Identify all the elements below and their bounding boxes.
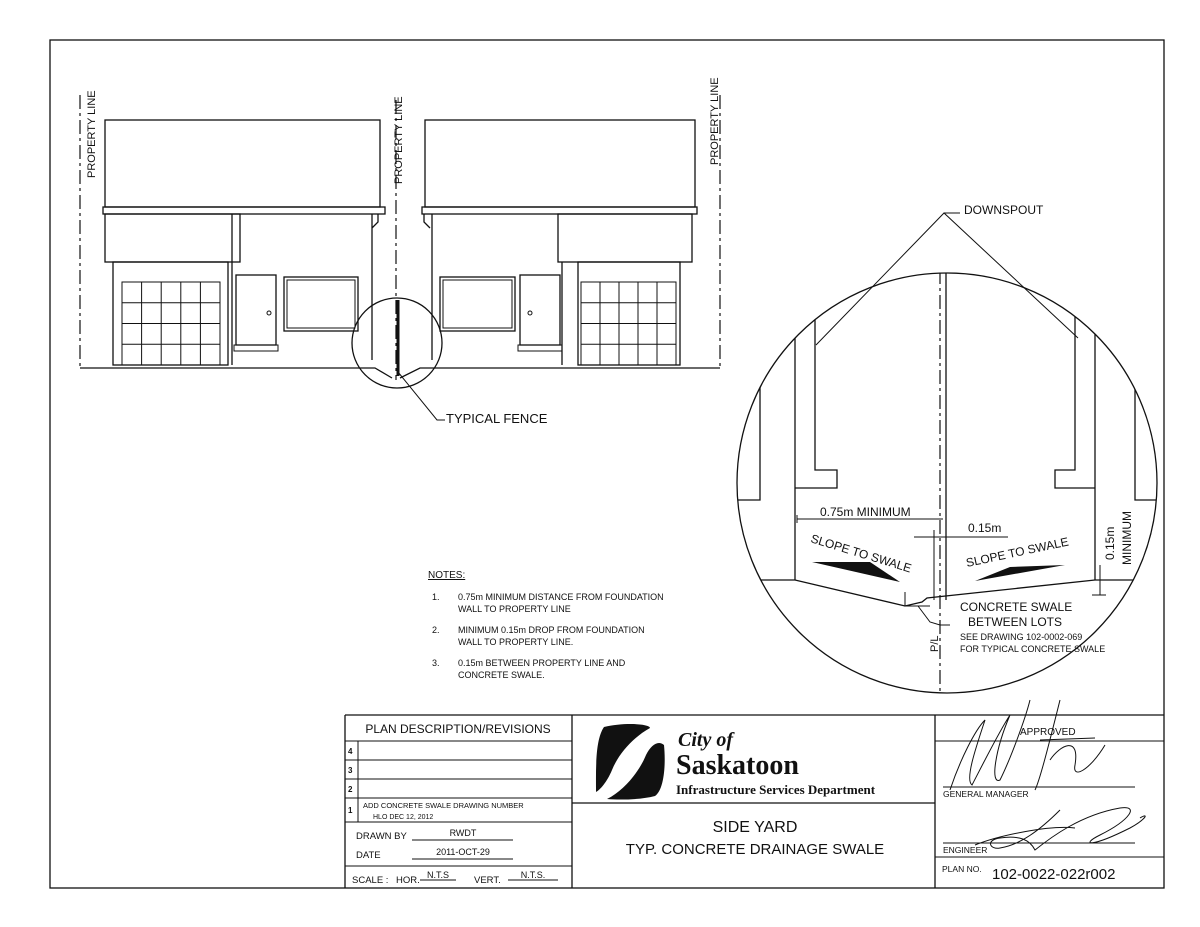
revision-number: 3 [348,766,353,775]
note-number: 2. [432,625,440,635]
revision-1-sub: HLO DEC 12, 2012 [373,814,433,821]
swale-label-1: CONCRETE SWALE [960,600,1072,614]
house-right [399,119,720,379]
dim-015: 0.15m [968,521,1001,535]
door [235,274,277,346]
hor-label: HOR. [396,875,420,886]
revision-number: 2 [348,785,353,794]
drawn-by-label: DRAWN BY [356,831,408,842]
logo-city-of: City of [678,729,735,751]
revision-number: 1 [348,806,353,815]
logo-mark-top [595,724,650,792]
date-value: 2011-OCT-29 [436,847,490,857]
downspout-label: DOWNSPOUT [964,203,1044,217]
title-line-1: SIDE YARD [713,819,798,836]
garage-door [121,281,221,366]
note-1-line-1: 0.75m MINIMUM DISTANCE FROM FOUNDATION [458,592,664,602]
note-3-line-2: CONCRETE SWALE. [458,670,545,680]
dim-015-vertical: 0.15m [1103,527,1117,560]
note-2-line-1: MINIMUM 0.15m DROP FROM FOUNDATION [458,625,645,635]
pl-label: P/L [929,635,941,652]
city-logo: City of Saskatoon Infrastructure Service… [595,724,876,800]
title-line-2: TYP. CONCRETE DRAINAGE SWALE [626,841,884,858]
house-left [80,119,393,379]
note-number: 1. [432,592,440,602]
typical-fence-label: TYPICAL FENCE [446,411,548,426]
note-3-line-1: 0.15m BETWEEN PROPERTY LINE AND [458,658,626,668]
logo-mark-bottom [607,743,665,800]
dim-075-minimum: 0.75m MINIMUM [820,505,911,519]
logo-saskatoon: Saskatoon [676,750,799,781]
general-manager-label: GENERAL MANAGER [943,789,1029,799]
title-block: PLAN DESCRIPTION/REVISIONS 4 3 2 1 ADD C… [344,699,1164,888]
hor-value: N.T.S [427,870,449,880]
engineer-label: ENGINEER [943,845,987,855]
slope-to-swale-right: SLOPE TO SWALE [965,535,1070,570]
revisions-header: PLAN DESCRIPTION/REVISIONS [365,722,550,736]
garage-door [580,281,677,366]
sheet-border [49,39,1165,889]
drawn-by-value: RWDT [450,828,477,838]
engineer-signature [974,807,1146,851]
scale-label: SCALE : [352,875,388,886]
revision-number: 4 [348,747,353,756]
notes: NOTES: 1. 0.75m MINIMUM DISTANCE FROM FO… [428,570,664,680]
general-manager-signature [949,699,1106,791]
vert-value: N.T.S. [521,870,546,880]
see-drawing-1: SEE DRAWING 102-0002-069 [960,632,1082,642]
see-drawing-2: FOR TYPICAL CONCRETE SWALE [960,644,1105,654]
property-line-label: PROPERTY LINE [393,96,405,184]
window [283,276,359,332]
note-2-line-2: WALL TO PROPERTY LINE. [458,637,573,647]
property-line-label: PROPERTY LINE [709,77,721,165]
property-lines: PROPERTY LINE PROPERTY LINE PROPERTY LIN… [79,77,721,380]
notes-heading: NOTES: [428,570,465,581]
window [439,276,516,332]
swale-detail: DOWNSPOUT 0.75m MINIMUM 0.15m 0.15m MINI… [736,203,1158,694]
property-line-label: PROPERTY LINE [86,90,98,178]
vert-label: VERT. [474,875,501,886]
revision-1-text: ADD CONCRETE SWALE DRAWING NUMBER [363,801,524,810]
date-label: DATE [356,850,381,861]
swale-label-2: BETWEEN LOTS [968,615,1062,629]
logo-department: Infrastructure Services Department [676,782,876,797]
plan-number: 102-0022-022r002 [992,866,1115,883]
note-1-line-2: WALL TO PROPERTY LINE [458,604,571,614]
note-number: 3. [432,658,440,668]
approved-label: APPROVED [1020,727,1076,738]
slope-arrow-left [812,562,900,582]
dim-minimum-vertical: MINIMUM [1120,511,1134,565]
door [519,274,561,346]
slope-arrow-right [975,565,1065,581]
fence-callout: TYPICAL FENCE [351,297,548,426]
plan-no-label: PLAN NO. [942,864,982,874]
